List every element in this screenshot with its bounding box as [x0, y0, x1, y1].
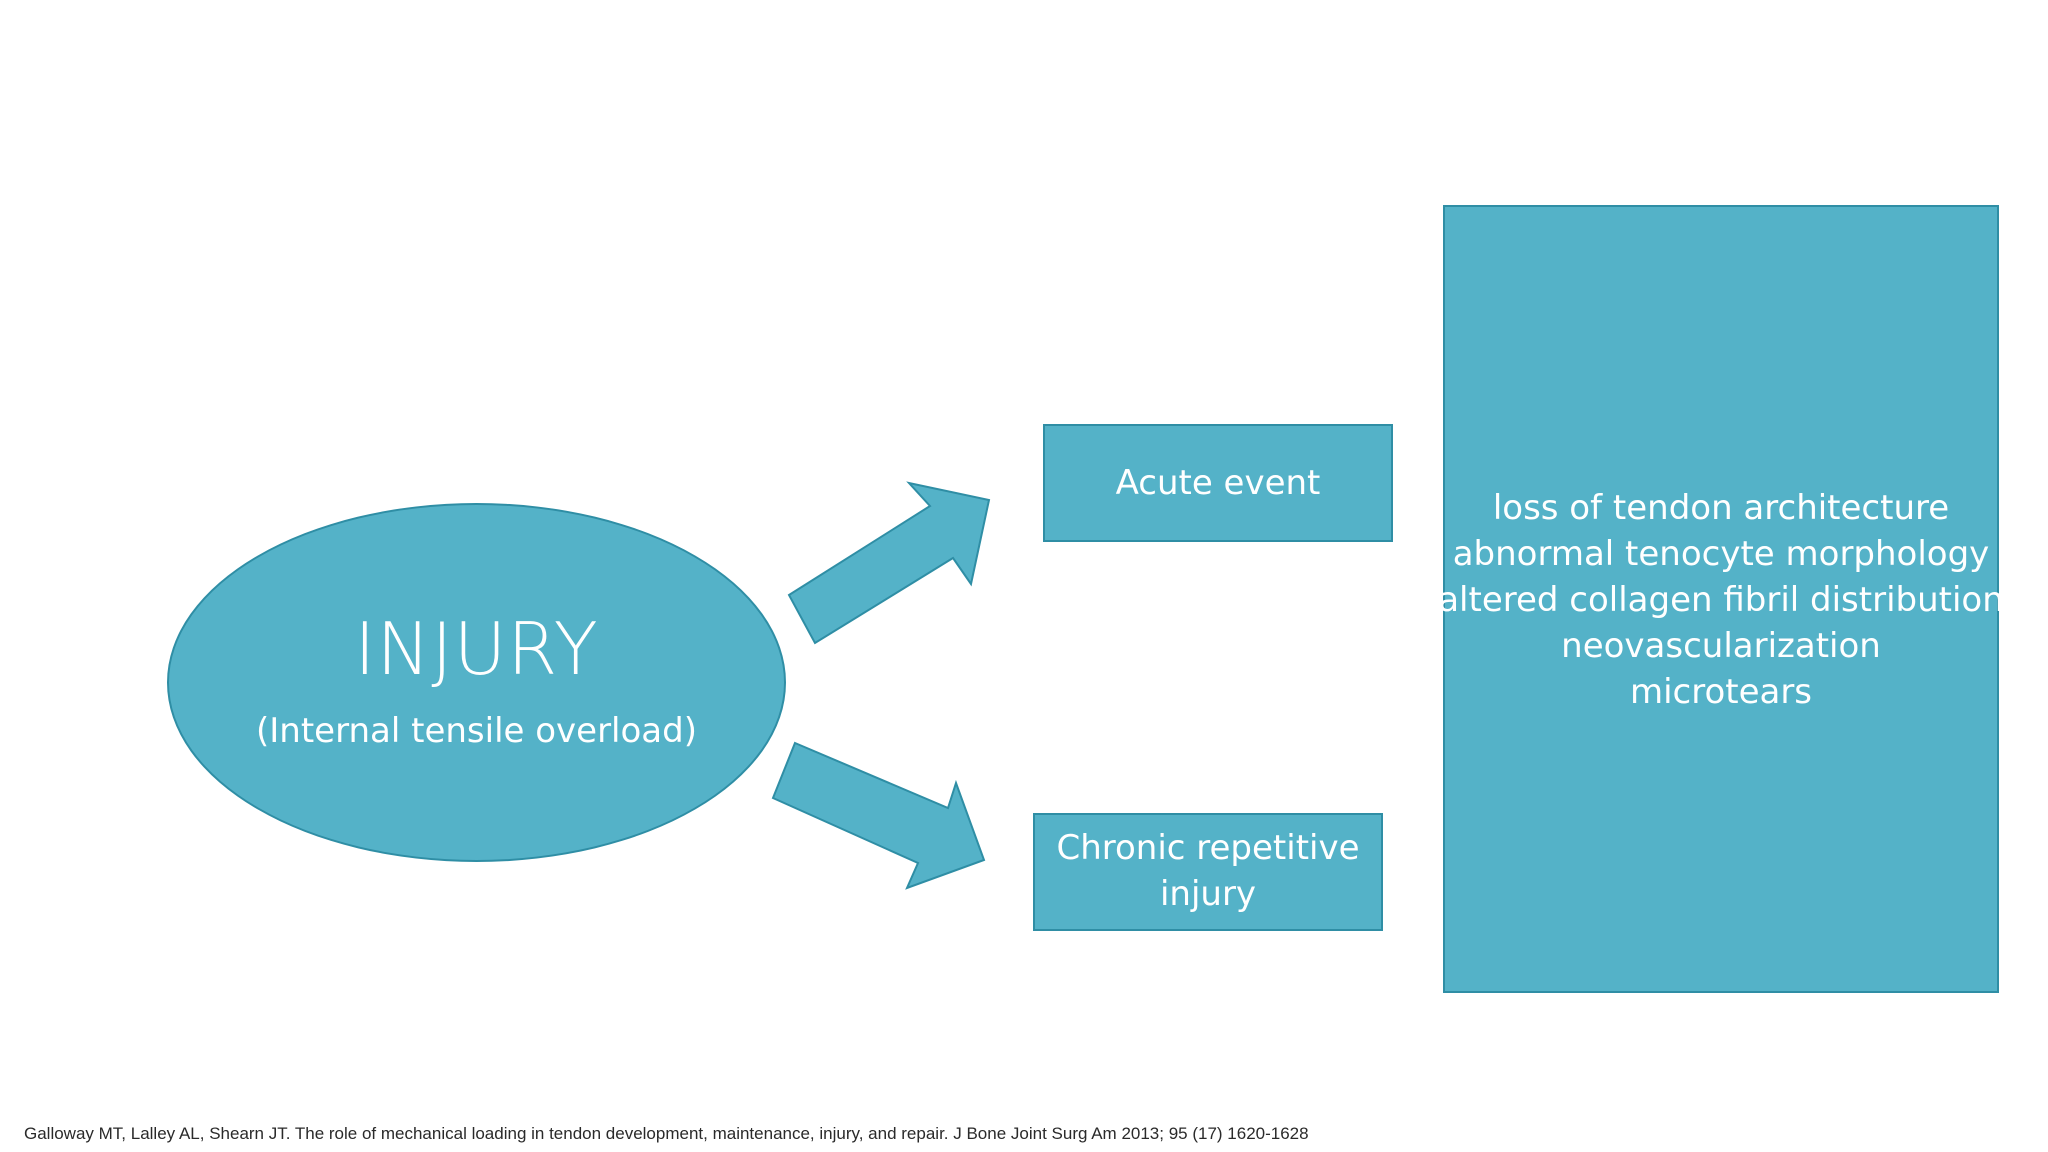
arrow-to-chronic [771, 741, 986, 890]
effect-item: microtears [1629, 672, 1813, 712]
injury-ellipse: INJURY (Internal tensile overload) [167, 503, 786, 862]
effect-item: altered collagen fibril distribution [1438, 580, 2004, 620]
acute-event-box: Acute event [1043, 424, 1393, 542]
tendon-effects-box: loss of tendon architecture abnormal ten… [1438, 205, 2004, 993]
acute-event-label: Acute event [1115, 463, 1321, 503]
injury-subtitle: (Internal tensile overload) [256, 711, 697, 751]
citation-text: Galloway MT, Lalley AL, Shearn JT. The r… [24, 1124, 1309, 1143]
chronic-injury-label: Chronic repetitive injury [1056, 828, 1360, 914]
injury-title: INJURY [354, 607, 599, 691]
effect-item: abnormal tenocyte morphology [1452, 534, 1990, 574]
effect-item: neovascularization [1561, 626, 1881, 666]
chronic-injury-box: Chronic repetitive injury [1033, 813, 1383, 931]
tendon-effects-list: loss of tendon architecture abnormal ten… [1438, 485, 2004, 715]
arrow-to-acute [787, 481, 991, 645]
effect-item: loss of tendon architecture [1492, 488, 1950, 528]
